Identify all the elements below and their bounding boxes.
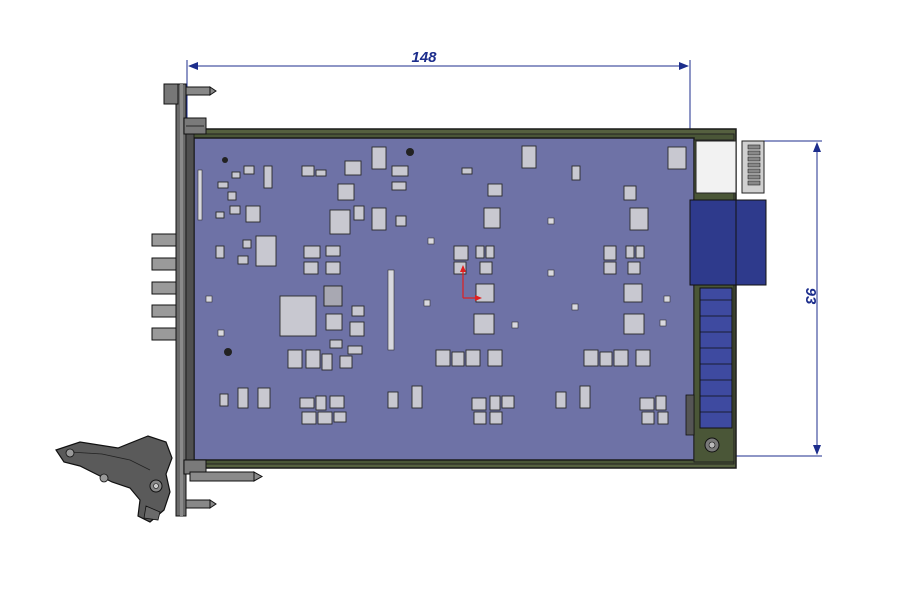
connector-housing bbox=[695, 140, 737, 194]
ic-chip bbox=[667, 146, 687, 170]
height-dimension-value: 93 bbox=[802, 288, 819, 305]
height-dimension: 93 bbox=[705, 140, 822, 457]
top-guide-bracket bbox=[183, 117, 207, 135]
ejector-rail bbox=[685, 394, 695, 436]
top-screw bbox=[163, 83, 217, 105]
origin-marker bbox=[460, 265, 482, 301]
ic-chip bbox=[521, 145, 537, 169]
blue-connector-extension bbox=[735, 199, 767, 286]
blue-connector-block bbox=[689, 199, 737, 286]
width-dimension-value: 148 bbox=[411, 49, 437, 66]
io-connector bbox=[151, 233, 177, 247]
right-connector-assembly bbox=[685, 140, 767, 453]
io-connectors bbox=[151, 233, 177, 341]
ic-chip bbox=[344, 160, 362, 176]
pcb-surface bbox=[193, 137, 695, 461]
io-connector bbox=[151, 327, 177, 341]
backplane-connector bbox=[699, 287, 733, 429]
front-panel-rail bbox=[185, 117, 195, 469]
ejector-handle bbox=[55, 435, 173, 523]
connector-pins bbox=[747, 144, 761, 186]
bga-chip bbox=[279, 295, 317, 337]
io-connector bbox=[151, 304, 177, 318]
bottom-pin bbox=[189, 471, 264, 482]
ic-chip bbox=[371, 146, 387, 170]
front-panel bbox=[55, 83, 264, 523]
bottom-screw bbox=[185, 499, 217, 509]
io-connector bbox=[151, 257, 177, 271]
pcb-components bbox=[197, 145, 687, 425]
io-connector bbox=[151, 281, 177, 295]
